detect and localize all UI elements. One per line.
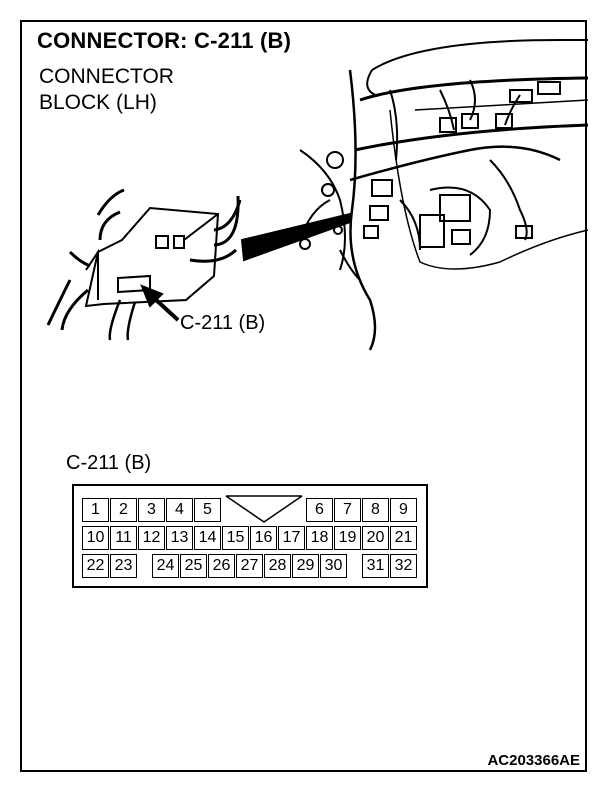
connector-pin: 22 [82,554,109,578]
connector-pin: 30 [320,554,347,578]
connector-pin: 9 [390,498,417,522]
connector-pin: 27 [236,554,263,578]
connector-pin: 29 [292,554,319,578]
connector-pin: 25 [180,554,207,578]
connector-pin: 26 [208,554,235,578]
connector-pin: 18 [306,526,333,550]
connector-pin: 2 [110,498,137,522]
connector-callout-label: C-211 (B) [180,312,266,334]
connector-pin: 32 [390,554,417,578]
connector-pin: 15 [222,526,249,550]
connector-pin: 17 [278,526,305,550]
connector-pin: 24 [152,554,179,578]
diagram-frame [20,20,587,772]
connector-pin: 7 [334,498,361,522]
connector-pin: 16 [250,526,277,550]
connector-pin: 4 [166,498,193,522]
connector-pin: 10 [82,526,109,550]
connector-pin: 14 [194,526,221,550]
connector-pin: 8 [362,498,389,522]
connector-key-notch [225,495,303,523]
connector-face-label: C-211 (B) [66,452,152,474]
connector-pin: 20 [362,526,389,550]
connector-pin: 3 [138,498,165,522]
connector-pin: 31 [362,554,389,578]
connector-pin: 11 [110,526,137,550]
connector-pin: 5 [194,498,221,522]
location-label: CONNECTOR BLOCK (LH) [39,64,174,116]
connector-pin: 19 [334,526,361,550]
location-line-1: CONNECTOR [39,65,174,88]
connector-pin: 21 [390,526,417,550]
diagram-title: CONNECTOR: C-211 (B) [37,28,292,53]
connector-pin: 6 [306,498,333,522]
location-line-2: BLOCK (LH) [39,91,157,114]
figure-id: AC203366AE [487,752,580,769]
connector-pin: 23 [110,554,137,578]
connector-pin: 12 [138,526,165,550]
connector-pin: 1 [82,498,109,522]
connector-pin: 28 [264,554,291,578]
connector-pin: 13 [166,526,193,550]
